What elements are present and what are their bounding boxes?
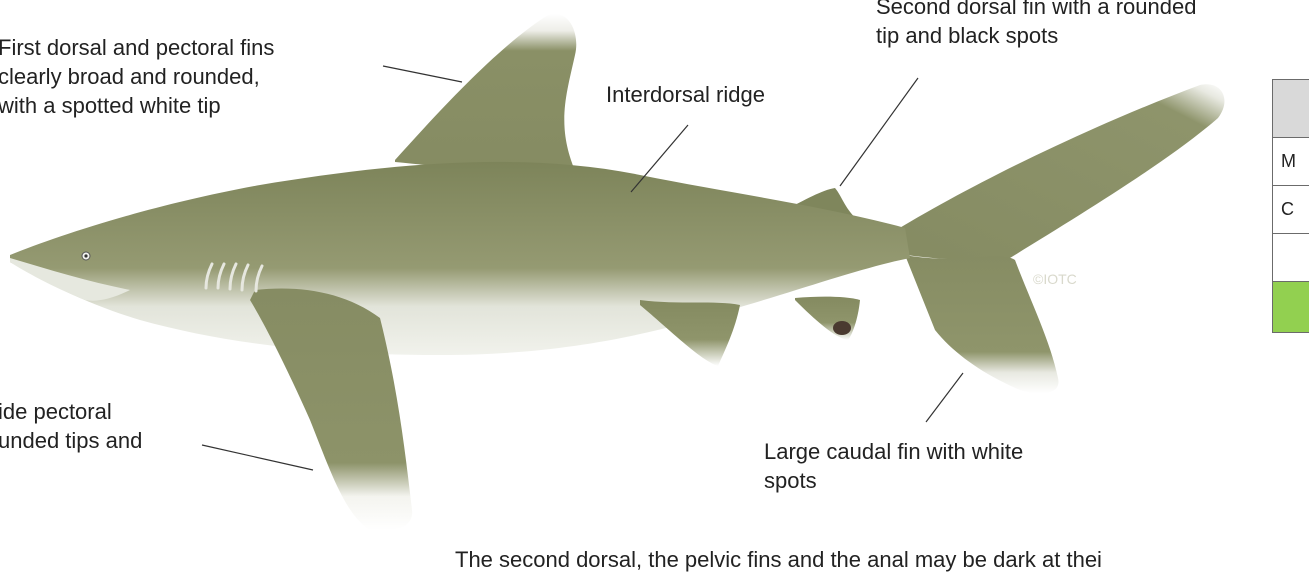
- anal-fin: [795, 297, 860, 340]
- copyright-label: ©IOTC: [1033, 271, 1077, 287]
- interdorsal-ridge-callout: Interdorsal ridge: [606, 80, 765, 109]
- table-cell: C: [1273, 186, 1309, 234]
- first-dorsal-fin: [395, 14, 580, 182]
- second-dorsal-fin-callout: Second dorsal fin with a rounded tip and…: [876, 0, 1196, 50]
- side-table: M C: [1272, 79, 1309, 333]
- table-cell: [1273, 282, 1309, 333]
- first-dorsal-fin-callout: First dorsal and pectoral fins clearly b…: [0, 33, 274, 120]
- pelvic-fin: [640, 300, 740, 366]
- table-row: [1273, 80, 1309, 138]
- leader-second-dorsal: [840, 78, 918, 186]
- leader-pectoral: [202, 445, 313, 470]
- table-row: C: [1273, 186, 1309, 234]
- leader-first-dorsal: [383, 66, 462, 82]
- pupil: [84, 254, 87, 257]
- bottom-note: The second dorsal, the pelvic fins and t…: [455, 545, 1102, 574]
- caudal-fin-upper: [880, 84, 1224, 259]
- table-row: [1273, 282, 1309, 333]
- shark-body: [10, 162, 910, 355]
- table-row: M: [1273, 138, 1309, 186]
- table-row: [1273, 234, 1309, 282]
- table-cell: M: [1273, 138, 1309, 186]
- pectoral-fin-callout: ide pectoral unded tips and: [0, 397, 142, 455]
- table-cell: [1273, 234, 1309, 282]
- anal-fin-dark-spot: [833, 321, 851, 335]
- caudal-fin-callout: Large caudal fin with white spots: [764, 437, 1023, 495]
- leader-caudal: [926, 373, 963, 422]
- table-cell: [1273, 80, 1309, 138]
